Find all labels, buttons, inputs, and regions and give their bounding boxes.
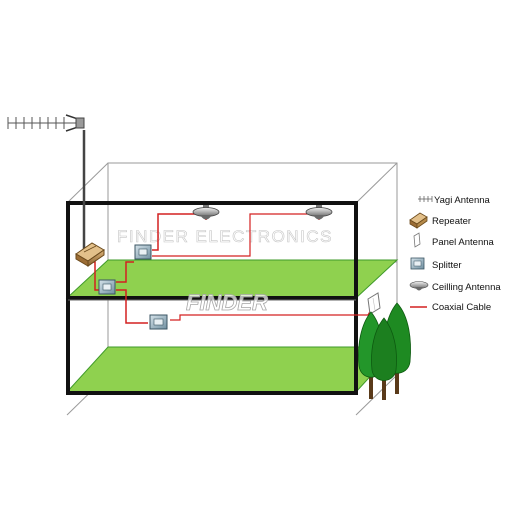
splitter-device-2 [134,244,152,260]
legend-label-panel: Panel Antenna [432,237,495,248]
watermark-company: FINDER ELECTRONICS [117,227,333,246]
ceiling-antenna-2 [305,205,333,220]
roof-left-edge [66,162,109,204]
legend-item-ceiling: Ceilling Antenna [409,281,501,293]
floor-right-edge [355,374,398,416]
legend-item-panel: Panel Antenna [413,232,495,248]
panel-antenna-icon [413,232,421,248]
legend-label-ceiling: Ceilling Antenna [432,282,501,293]
legend-item-repeater: Repeater [409,212,471,229]
yagi-antenna-icon [418,196,433,202]
legend: Yagi Antenna Repeater Panel Antenna Spli… [409,195,501,313]
legend-item-yagi: Yagi Antenna [418,195,491,206]
ceiling-antenna-icon [409,281,429,291]
watermark-logo: FINDER [186,290,268,315]
ceiling-antenna-1 [192,205,220,220]
floors [65,259,399,393]
legend-label-yagi: Yagi Antenna [434,195,491,206]
yagi-antenna-icon [7,114,85,132]
legend-label-cable: Coaxial Cable [432,302,491,313]
roof-right-edge [355,162,398,204]
cable-splitter1-to-splitter2 [116,261,134,283]
splitter-device-1 [98,279,116,295]
legend-label-repeater: Repeater [432,216,471,227]
panel-antenna-device [367,292,381,315]
legend-label-splitter: Splitter [432,260,462,271]
tree-front-right [371,317,397,400]
splitter-device-3 [149,314,168,330]
trees [358,302,411,400]
repeater-device [75,242,105,267]
cable-splitter1-to-splitter3 [116,289,148,324]
splitter-icon [410,257,425,270]
repeater-icon [409,212,428,229]
legend-item-cable: Coaxial Cable [410,302,491,313]
lower-floor [65,346,399,393]
building-front-frame [66,201,358,395]
legend-item-splitter: Splitter [410,257,462,271]
